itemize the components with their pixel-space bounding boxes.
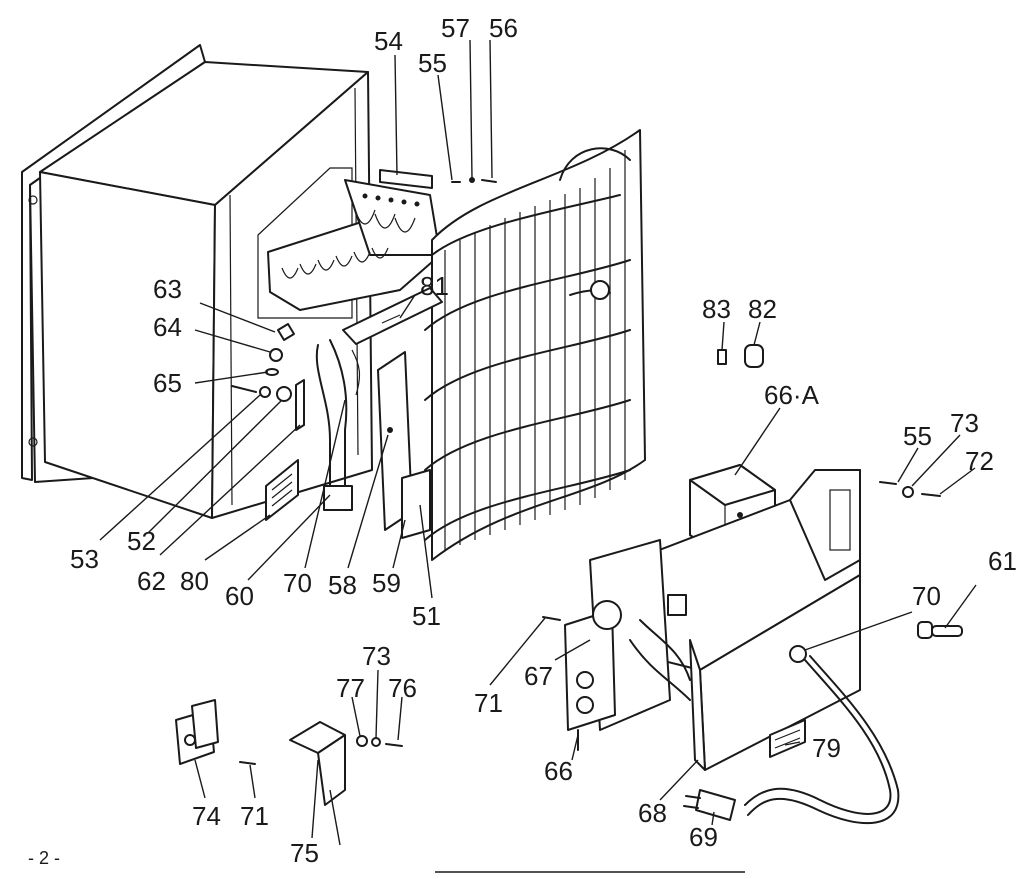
label-72: 72: [965, 446, 994, 476]
label-73-right: 73: [950, 408, 979, 438]
label-59: 59: [372, 568, 401, 598]
label-52: 52: [127, 526, 156, 556]
label-56: 56: [489, 13, 518, 43]
part-labels: 54 55 57 56 63 81 64 65 83 82 66·A 55 73…: [28, 13, 1017, 868]
label-65: 65: [153, 368, 182, 398]
part-60-thermostat-lead: [315, 339, 361, 511]
label-53: 53: [70, 544, 99, 574]
leader-lines: [99, 39, 977, 873]
part-67-controller: [564, 539, 691, 751]
label-82: 82: [748, 294, 777, 324]
label-70-left: 70: [283, 568, 312, 598]
label-55-right: 55: [903, 421, 932, 451]
label-51: 51: [412, 601, 441, 631]
label-55: 55: [418, 48, 447, 78]
label-60: 60: [225, 581, 254, 611]
part-54-bar: [379, 169, 433, 189]
label-54: 54: [374, 26, 403, 56]
label-64: 64: [153, 312, 182, 342]
part-68-mounting-box: [619, 469, 861, 771]
part-55-73-72-screws-right: [879, 481, 941, 498]
label-66A: 66·A: [764, 380, 820, 410]
part-83-82-plugs: [717, 344, 764, 368]
part-55-57-56-screws: [451, 177, 497, 183]
part-61-grommet: [917, 621, 963, 639]
label-70-right: 70: [912, 581, 941, 611]
part-75-cover: [289, 721, 346, 806]
label-61: 61: [988, 546, 1017, 576]
evaporator-tray: [267, 179, 441, 311]
label-76: 76: [388, 673, 417, 703]
label-69: 69: [689, 822, 718, 852]
part-74-bracket: [175, 699, 219, 765]
part-81-bracket: [342, 287, 443, 345]
label-57: 57: [441, 13, 470, 43]
label-83: 83: [702, 294, 731, 324]
label-74: 74: [192, 801, 221, 831]
part-71-screw-controller: [542, 616, 561, 621]
label-71-controller: 71: [474, 688, 503, 718]
part-77-73-76-screws: [356, 735, 403, 747]
page-number: - 2 -: [28, 848, 60, 868]
part-58-59-plates: [377, 351, 431, 539]
label-77: 77: [336, 673, 365, 703]
label-79: 79: [812, 733, 841, 763]
part-69-power-cord: [683, 645, 900, 825]
label-73-bottom: 73: [362, 641, 391, 671]
label-68: 68: [638, 798, 667, 828]
label-63: 63: [153, 274, 182, 304]
label-67: 67: [524, 661, 553, 691]
label-58: 58: [328, 570, 357, 600]
part-51-condenser: [424, 129, 646, 561]
small-parts-group: [231, 323, 305, 431]
label-81: 81: [420, 271, 449, 301]
part-71-screw-bottom: [239, 761, 256, 765]
label-66: 66: [544, 756, 573, 786]
label-71-bottom: 71: [240, 801, 269, 831]
part-80-rating-plate: [265, 459, 299, 521]
label-62: 62: [137, 566, 166, 596]
label-75: 75: [290, 838, 319, 868]
label-80: 80: [180, 566, 209, 596]
part-79-label: [769, 719, 806, 758]
